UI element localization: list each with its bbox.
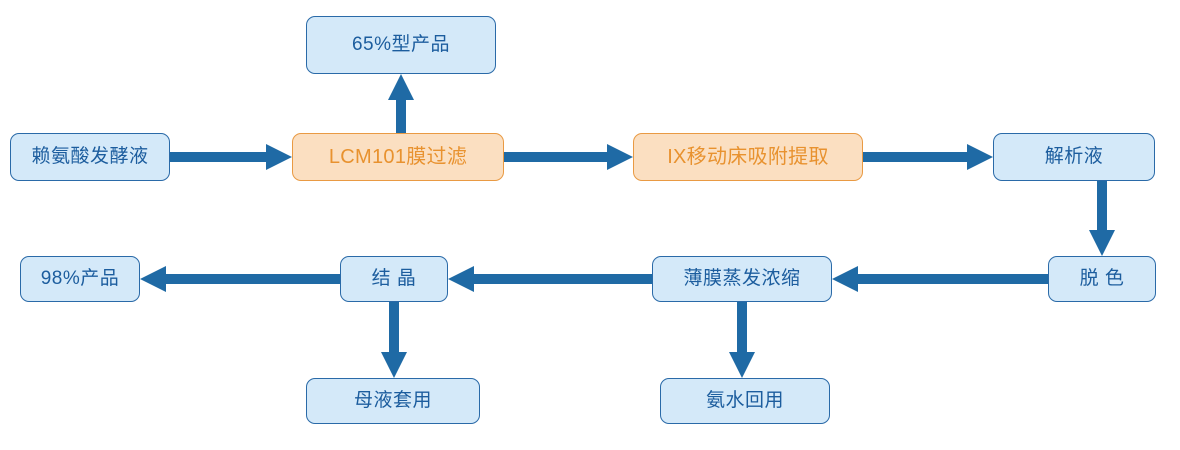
node-motherliquor[interactable]: 母液套用	[306, 378, 480, 424]
node-label-product65: 65%型产品	[351, 33, 451, 55]
node-lcm101[interactable]: LCM101膜过滤	[292, 133, 504, 181]
node-label-crystallize: 结 晶	[371, 267, 417, 289]
arrow-crystallize-to-motherliq	[381, 302, 407, 378]
arrow-evaporate-to-crystallize	[448, 266, 652, 292]
node-label-lcm101: LCM101膜过滤	[328, 146, 468, 168]
arrow-crystallize-to-product98	[140, 266, 340, 292]
node-label-product98: 98%产品	[40, 267, 120, 289]
arrow-evaporate-to-ammonia	[729, 302, 755, 378]
node-label-ix: IX移动床吸附提取	[667, 146, 829, 168]
node-decolor[interactable]: 脱 色	[1048, 256, 1156, 302]
node-crystallize[interactable]: 结 晶	[340, 256, 448, 302]
node-label-eluate: 解析液	[1044, 145, 1104, 167]
arrow-lcm101-to-ix	[504, 144, 633, 170]
node-label-motherliquor: 母液套用	[353, 389, 432, 411]
node-label-evaporate: 薄膜蒸发浓缩	[683, 267, 801, 289]
node-product65[interactable]: 65%型产品	[306, 16, 496, 74]
arrow-eluate-to-decolor	[1089, 181, 1115, 256]
node-eluate[interactable]: 解析液	[993, 133, 1155, 181]
arrow-ix-to-eluate	[863, 144, 993, 170]
node-label-feed: 赖氨酸发酵液	[31, 145, 149, 167]
node-ammonia[interactable]: 氨水回用	[660, 378, 830, 424]
node-feed[interactable]: 赖氨酸发酵液	[10, 133, 170, 181]
node-ix[interactable]: IX移动床吸附提取	[633, 133, 863, 181]
node-product98[interactable]: 98%产品	[20, 256, 140, 302]
node-label-ammonia: 氨水回用	[705, 389, 784, 411]
arrow-feed-to-lcm101	[170, 144, 292, 170]
node-label-decolor: 脱 色	[1079, 267, 1125, 289]
arrow-lcm101-to-product65	[388, 74, 414, 133]
arrow-decolor-to-evaporate	[832, 266, 1048, 292]
node-evaporate[interactable]: 薄膜蒸发浓缩	[652, 256, 832, 302]
